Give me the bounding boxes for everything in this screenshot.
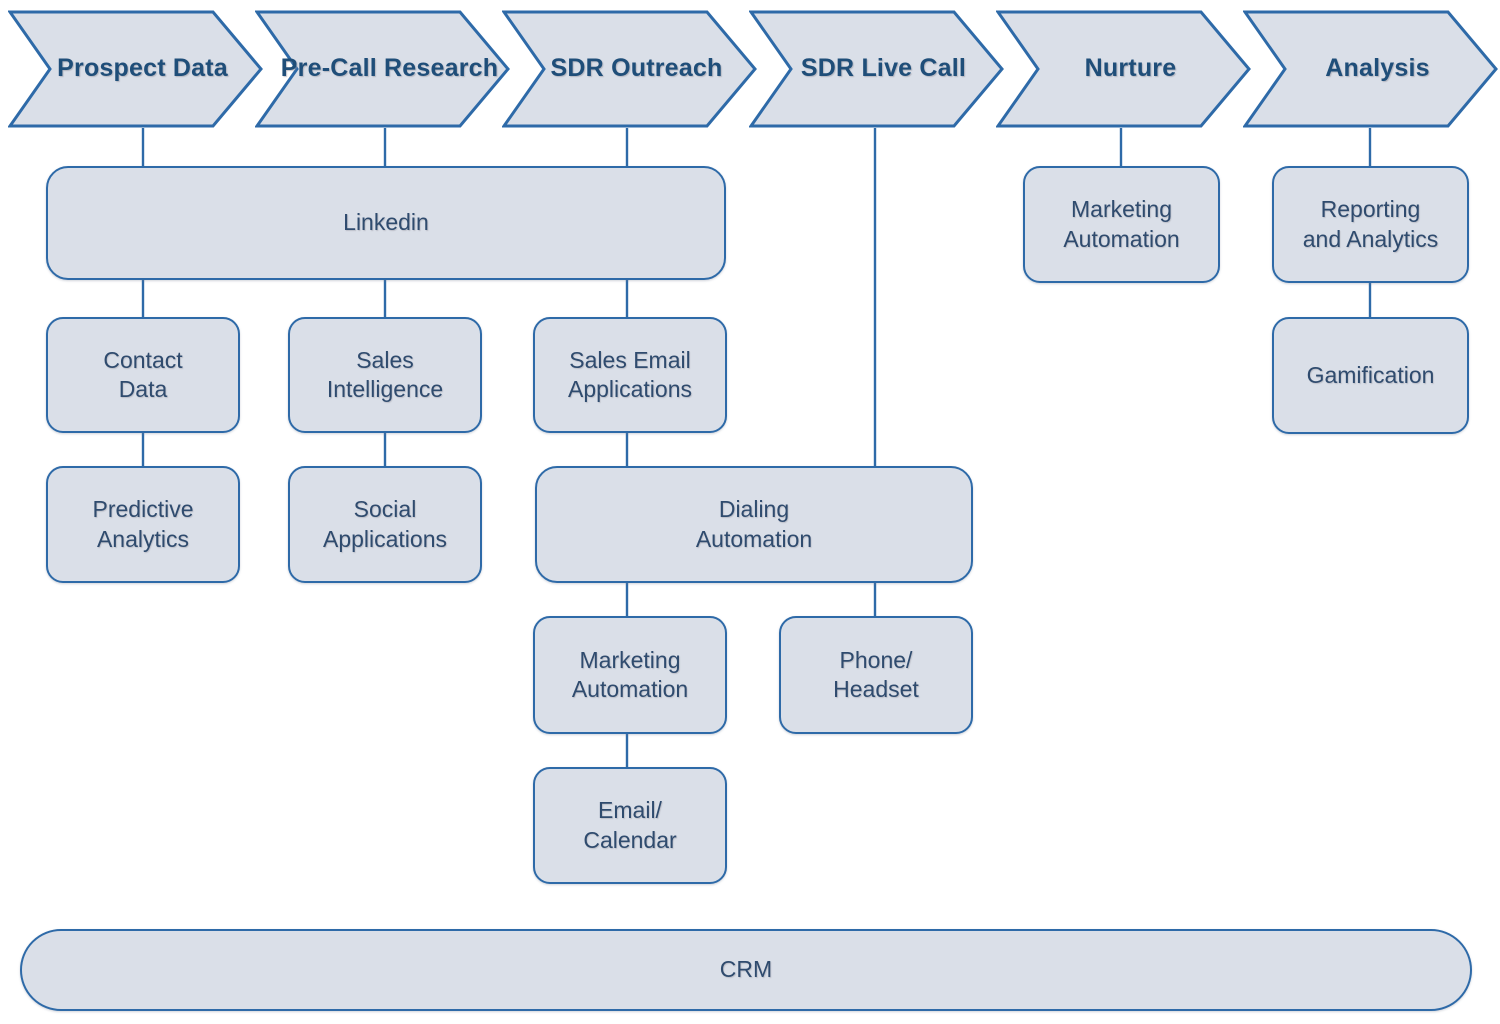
node-social-applications[interactable]: Social Applications <box>288 466 482 583</box>
node-linkedin[interactable]: Linkedin <box>46 166 726 280</box>
node-marketing-automation-outreach[interactable]: Marketing Automation <box>533 616 727 734</box>
stage-label: Nurture <box>1084 54 1177 83</box>
node-reporting-and-analytics[interactable]: Reporting and Analytics <box>1272 166 1469 283</box>
node-label: Marketing Automation <box>1063 196 1180 252</box>
node-label: Sales Email Applications <box>567 346 693 402</box>
node-sales-intelligence[interactable]: Sales Intelligence <box>288 317 482 433</box>
node-label: Marketing Automation <box>571 646 689 702</box>
node-label: Phone/ Headset <box>833 646 919 702</box>
node-marketing-automation-nurture[interactable]: Marketing Automation <box>1023 166 1220 283</box>
stage-label: Prospect Data <box>57 54 228 83</box>
node-label: Sales Intelligence <box>326 346 444 402</box>
stage-label: Analysis <box>1325 54 1430 83</box>
node-phone-headset[interactable]: Phone/ Headset <box>779 616 973 734</box>
node-gamification[interactable]: Gamification <box>1272 317 1469 434</box>
stage-label: Pre-Call Research <box>280 54 499 83</box>
chevron-shape-icon <box>255 10 510 128</box>
node-label: Contact Data <box>103 346 183 402</box>
node-label: Reporting and Analytics <box>1302 196 1439 252</box>
stage-chevron-prospect-data[interactable]: Prospect Data <box>8 10 263 128</box>
chevron-shape-icon <box>502 10 757 128</box>
stage-chevron-sdr-live-call[interactable]: SDR Live Call <box>749 10 1004 128</box>
node-label: Email/ Calendar <box>583 797 677 853</box>
node-predictive-analytics[interactable]: Predictive Analytics <box>46 466 240 583</box>
stage-chevron-sdr-outreach[interactable]: SDR Outreach <box>502 10 757 128</box>
node-label: Gamification <box>1306 361 1435 388</box>
node-contact-data[interactable]: Contact Data <box>46 317 240 433</box>
node-label: Predictive Analytics <box>92 496 194 552</box>
chevron-shape-icon <box>996 10 1251 128</box>
stage-chevron-pre-call-research[interactable]: Pre-Call Research <box>255 10 510 128</box>
node-label: Linkedin <box>343 209 429 236</box>
node-email-calendar[interactable]: Email/ Calendar <box>533 767 727 884</box>
node-crm[interactable]: CRM <box>20 929 1472 1011</box>
node-sales-email-applications[interactable]: Sales Email Applications <box>533 317 727 433</box>
chevron-shape-icon <box>1243 10 1498 128</box>
node-label: Social Applications <box>322 496 448 552</box>
stage-chevron-nurture[interactable]: Nurture <box>996 10 1251 128</box>
stage-chevron-analysis[interactable]: Analysis <box>1243 10 1498 128</box>
chevron-shape-icon <box>8 10 263 128</box>
stage-label: SDR Outreach <box>550 54 723 83</box>
node-dialing-automation[interactable]: Dialing Automation <box>535 466 973 583</box>
stage-label: SDR Live Call <box>800 54 967 83</box>
node-label: CRM <box>719 956 773 983</box>
node-label: Dialing Automation <box>695 496 813 552</box>
chevron-shape-icon <box>749 10 1004 128</box>
